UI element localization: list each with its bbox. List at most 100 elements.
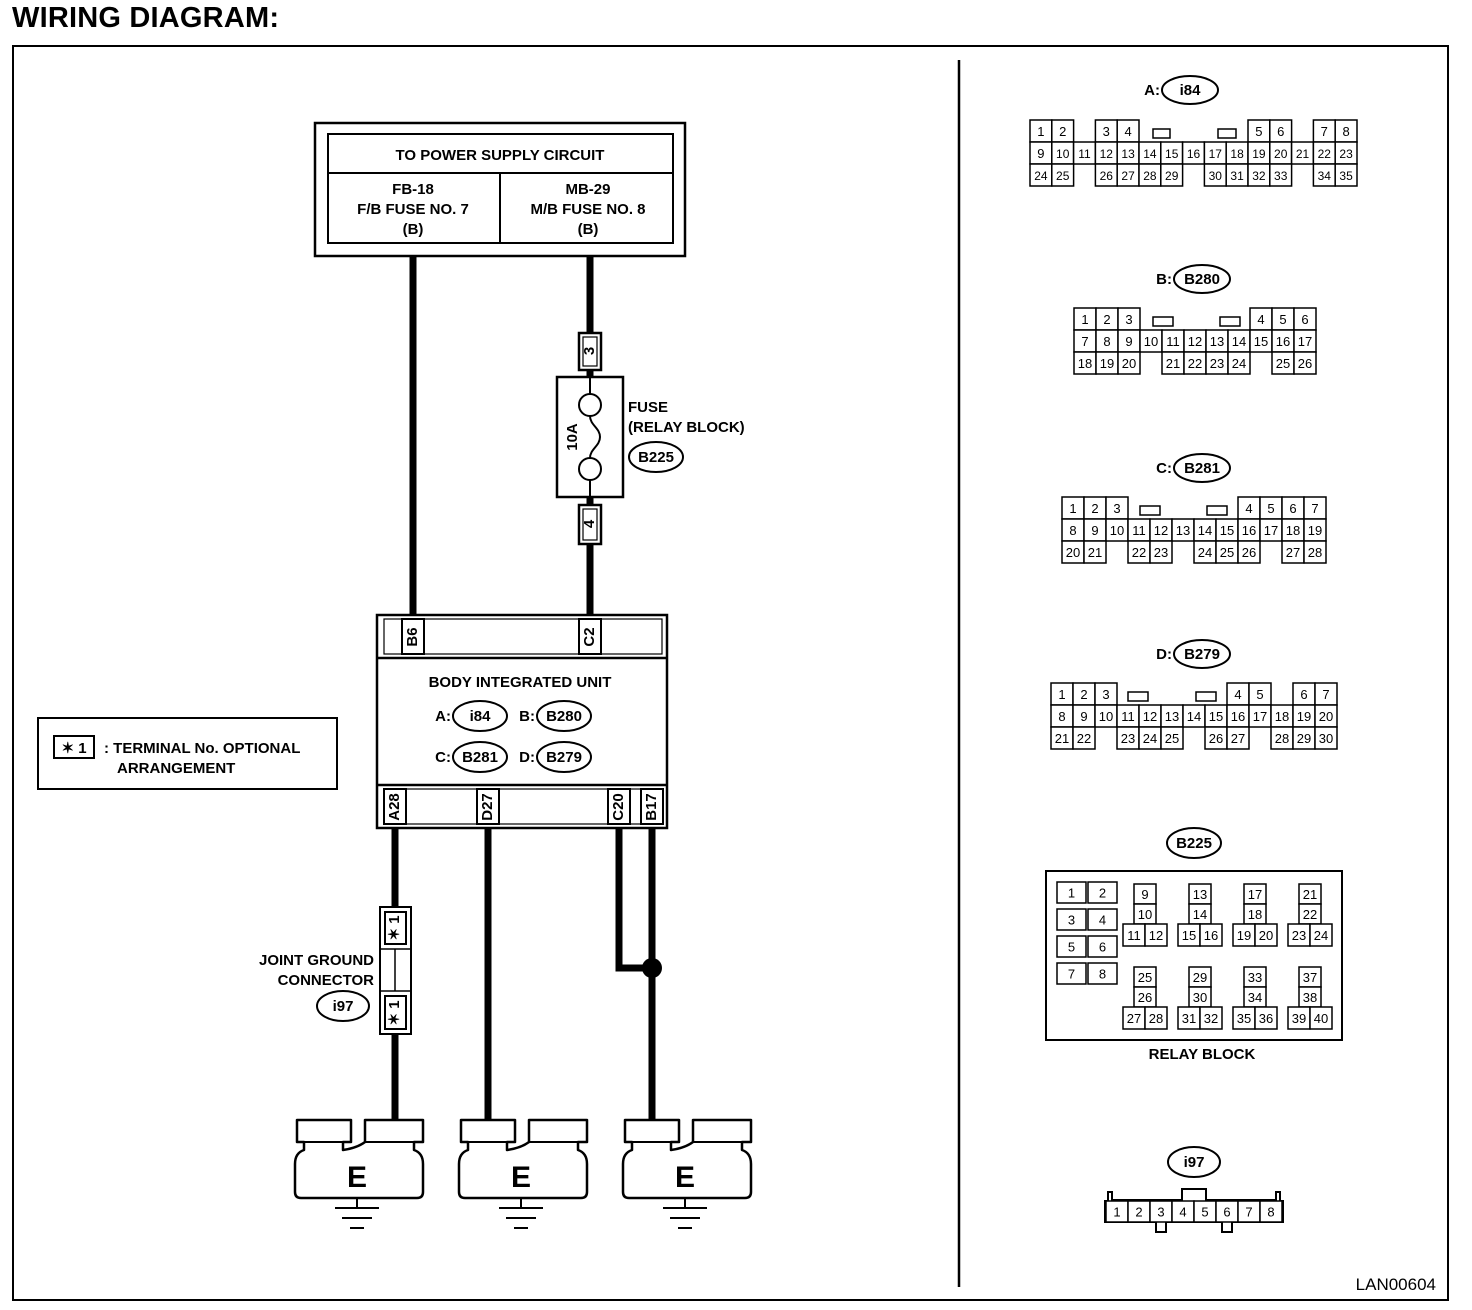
pin-cell: 12	[1188, 334, 1202, 349]
connector-view-prefix: A:	[1144, 82, 1160, 99]
fuse-pin-out: 4	[581, 519, 598, 528]
pin-cell: 6	[1289, 501, 1296, 516]
pin-cell: 23	[1121, 731, 1135, 746]
pin-cell: 26	[1298, 356, 1312, 371]
ground-letter: E	[675, 1161, 695, 1194]
pin-cell: 10	[1099, 709, 1113, 724]
outer-frame	[12, 45, 1449, 1301]
body-integrated-unit: B6 C2 A28 D27 C20 B17 BODY INTEGRATED UN…	[375, 613, 669, 830]
pin-cell: 21	[1088, 545, 1102, 560]
pin-cell: 19	[1308, 523, 1322, 538]
joint-label-line-2: CONNECTOR	[278, 972, 375, 989]
pin-cell: 16	[1242, 523, 1256, 538]
ground-letter: E	[511, 1161, 531, 1194]
pin-cell: 8	[1103, 334, 1110, 349]
pin-cell: 15	[1220, 523, 1234, 538]
pin-cell: 31	[1230, 169, 1244, 183]
pin-cell: 2	[1103, 312, 1110, 327]
i97-pin-cell: 5	[1201, 1205, 1208, 1220]
relay-pin-cell: 20	[1259, 928, 1273, 943]
i97-pin-cell: 3	[1157, 1205, 1164, 1220]
pin-cell: 1	[1069, 501, 1076, 516]
relay-pin-cell: 24	[1314, 928, 1328, 943]
unit-conn-d-id: B279	[546, 749, 582, 766]
relay-pin-cell: 22	[1303, 907, 1317, 922]
pin-cell: 24	[1232, 356, 1246, 371]
pin-cell: 7	[1321, 124, 1328, 139]
connector-view-id: B279	[1184, 646, 1220, 663]
unit-conn-a-prefix: A:	[435, 708, 451, 725]
pin-cell: 23	[1154, 545, 1168, 560]
relay-pin-cell: 18	[1248, 907, 1262, 922]
pin-cell: 17	[1209, 147, 1223, 161]
pin-cell: 28	[1308, 545, 1322, 560]
pin-cell: 14	[1187, 709, 1201, 724]
pin-cell: 27	[1231, 731, 1245, 746]
pin-cell: 22	[1188, 356, 1202, 371]
i97-pin-cell: 1	[1113, 1205, 1120, 1220]
pin-cell: 29	[1297, 731, 1311, 746]
joint-ground-connector: ✶ 1 ✶ 1 JOINT GROUND CONNECTOR i97	[259, 906, 412, 1035]
relay-pin-cell: 33	[1248, 970, 1262, 985]
relay-pin-cell: 26	[1138, 990, 1152, 1005]
relay-pin-cell: 21	[1303, 887, 1317, 902]
i97-pin-cell: 7	[1245, 1205, 1252, 1220]
pin-cell: 7	[1311, 501, 1318, 516]
pin-cell: 30	[1319, 731, 1333, 746]
power-supply-box: TO POWER SUPPLY CIRCUIT FB-18 F/B FUSE N…	[313, 121, 687, 258]
pin-cell: 22	[1077, 731, 1091, 746]
relay-block-caption: RELAY BLOCK	[1149, 1046, 1256, 1063]
joint-connector-id: i97	[333, 998, 354, 1015]
relay-pin-cell: 15	[1182, 928, 1196, 943]
relay-pin-cell: 39	[1292, 1011, 1306, 1026]
pin-cell: 8	[1069, 523, 1076, 538]
grounds: E E E	[293, 1118, 753, 1229]
pin-cell: 14	[1143, 147, 1157, 161]
pin-cell: 25	[1276, 356, 1290, 371]
power-right-line-3: (B)	[578, 221, 599, 238]
legend-text-line-1: : TERMINAL No. OPTIONAL	[104, 740, 300, 757]
pin-cell: 30	[1209, 169, 1223, 183]
relay-pin-cell: 34	[1248, 990, 1262, 1005]
i97-pin-cell: 6	[1223, 1205, 1230, 1220]
relay-pin-cell: 17	[1248, 887, 1262, 902]
pin-cell: 32	[1252, 169, 1266, 183]
pin-cell: 4	[1245, 501, 1252, 516]
relay-pin-cell: 40	[1314, 1011, 1328, 1026]
fuse: 3 10A 4 FUSE (RELAY BLOCK) B225	[555, 331, 745, 546]
pin-cell: 13	[1210, 334, 1224, 349]
pin-cell: 16	[1231, 709, 1245, 724]
pin-cell: 12	[1154, 523, 1168, 538]
pin-cell: 34	[1318, 169, 1332, 183]
relay-pin-cell: 1	[1068, 886, 1075, 901]
figure-id: LAN00604	[1356, 1275, 1436, 1294]
pin-cell: 20	[1274, 147, 1288, 161]
relay-pin-cell: 37	[1303, 970, 1317, 985]
power-left-line-3: (B)	[403, 221, 424, 238]
pin-cell: 10	[1144, 334, 1158, 349]
fuse-label-line-1: FUSE	[628, 399, 668, 416]
pin-cell: 13	[1165, 709, 1179, 724]
pin-cell: 6	[1301, 312, 1308, 327]
pin-cell: 12	[1100, 147, 1114, 161]
pin-cell: 3	[1113, 501, 1120, 516]
connector-view-id: B281	[1184, 460, 1220, 477]
pin-cell: 22	[1318, 147, 1332, 161]
relay-pin-cell: 30	[1193, 990, 1207, 1005]
pin-cell: 23	[1339, 147, 1353, 161]
relay-pin-cell: 7	[1068, 967, 1075, 982]
pin-cell: 28	[1143, 169, 1157, 183]
pin-cell: 1	[1037, 124, 1044, 139]
relay-pin-cell: 3	[1068, 913, 1075, 928]
connector-view-prefix: C:	[1156, 460, 1172, 477]
power-left-line-1: FB-18	[392, 181, 434, 198]
pin-cell: 20	[1066, 545, 1080, 560]
fuse-connector-id: B225	[638, 449, 674, 466]
power-right-line-2: M/B FUSE NO. 8	[530, 201, 645, 218]
pin-cell: 35	[1339, 169, 1353, 183]
relay-pin-cell: 13	[1193, 887, 1207, 902]
connector-view-prefix: B:	[1156, 271, 1172, 288]
